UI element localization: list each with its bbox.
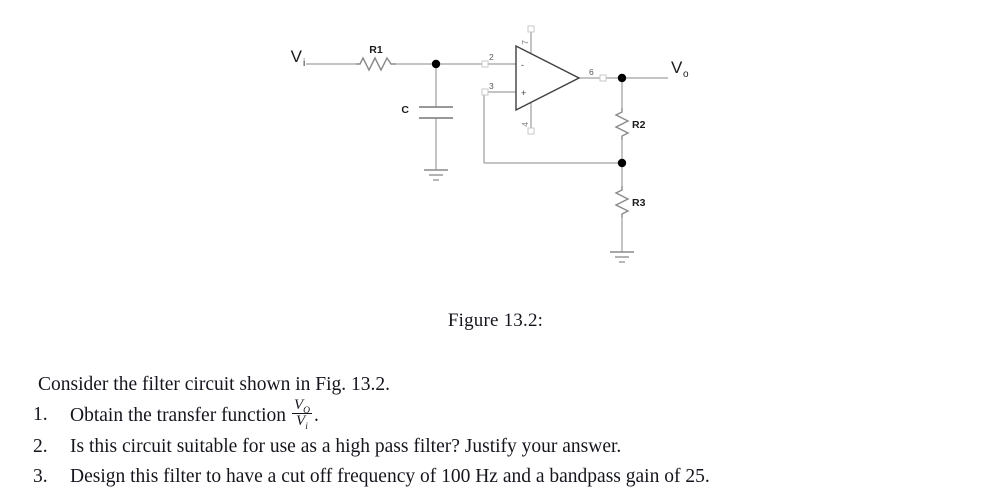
label-vo: V	[671, 58, 683, 77]
label-vi: V	[291, 47, 303, 66]
inverting-pin-terminal	[481, 60, 489, 68]
resistor-r3-symbol	[614, 186, 630, 218]
opamp-inverting-sign: -	[521, 60, 524, 70]
question-number-1: 1.	[33, 404, 48, 425]
question-list: 1. Obtain the transfer function VO Vi . …	[0, 397, 991, 492]
label-c: C	[401, 104, 409, 116]
question-2-text: Is this circuit suitable for use as a hi…	[70, 435, 622, 457]
question-prose: Consider the filter circuit shown in Fig…	[0, 370, 991, 492]
question-3-text: Design this filter to have a cut off fre…	[70, 465, 710, 487]
supply-positive-terminal	[527, 25, 535, 33]
opamp-noninverting-sign: +	[521, 88, 526, 98]
pin-label-output: 6	[589, 67, 594, 77]
resistor-r1-symbol	[356, 56, 396, 72]
circuit-figure: V i V o R1 C R2 R3 2 3 6 7 4 - +	[291, 25, 689, 331]
ground-symbol-r3	[610, 251, 634, 263]
supply-negative-terminal	[527, 127, 535, 135]
opamp-triangle	[515, 44, 581, 112]
label-r2: R2	[632, 119, 646, 131]
pin-label-supply-positive: 7	[520, 40, 530, 45]
ground-symbol-capacitor	[424, 169, 448, 181]
pin-label-noninverting: 3	[489, 81, 494, 91]
question-item-1: 1. Obtain the transfer function VO Vi .	[0, 397, 991, 433]
question-number-2: 2.	[33, 435, 48, 457]
label-r1: R1	[369, 44, 383, 56]
transfer-function-fraction: VO Vi	[291, 397, 312, 433]
label-vi-subscript: i	[303, 58, 305, 69]
label-r3: R3	[632, 197, 646, 209]
question-item-3: 3. Design this filter to have a cut off …	[0, 462, 991, 492]
pin-label-inverting: 2	[489, 52, 494, 62]
output-pin-terminal	[599, 74, 607, 82]
fraction-numerator: VO	[291, 397, 312, 416]
question-1-text-before: Obtain the transfer function	[70, 405, 287, 426]
intro-text: Consider the filter circuit shown in Fig…	[38, 374, 391, 395]
node-dot-input	[431, 59, 441, 69]
junction-nodes	[431, 59, 627, 168]
fraction-numerator-subscript: O	[303, 406, 310, 416]
question-1-text-after: .	[313, 405, 319, 426]
node-dot-output	[617, 73, 627, 83]
question-number-3: 3.	[33, 465, 48, 487]
resistor-r2-symbol	[614, 108, 630, 140]
capacitor-c-symbol	[419, 106, 453, 119]
noninverting-pin-terminal	[481, 88, 489, 96]
pin-label-supply-negative: 4	[520, 122, 530, 127]
circuit-diagram-svg: V i V o R1 C R2 R3 2 3 6 7 4 - +	[291, 25, 689, 263]
figure-caption: Figure 13.2:	[447, 310, 544, 331]
label-vo-subscript: o	[683, 69, 689, 80]
question-item-2: 2. Is this circuit suitable for use as a…	[0, 432, 991, 462]
node-dot-feedback	[617, 158, 627, 168]
fraction-denominator-subscript: i	[305, 422, 308, 433]
circuit-wires	[306, 30, 668, 252]
fraction-denominator: Vi	[296, 413, 308, 433]
